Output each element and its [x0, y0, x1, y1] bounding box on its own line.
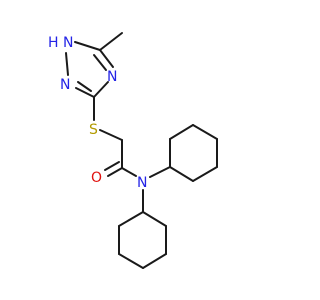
bond-n1-c5 [74, 41, 101, 51]
bond-cy2-a [142, 211, 167, 227]
atom-sulfur: S [89, 122, 98, 138]
bond-n-cy1 [149, 166, 171, 178]
bond-c3-n2-double [77, 81, 92, 92]
bond-c5-n4 [99, 49, 114, 68]
bond-s-ch2 [99, 129, 123, 141]
bond-cy1-b [192, 166, 218, 182]
bond-c3-n2 [75, 87, 95, 98]
bond-cy1-d [192, 124, 218, 140]
bond-cy2-f [118, 211, 144, 227]
bond-c5-methyl [99, 32, 123, 51]
bond-cy2-d [118, 253, 144, 269]
atom-h-triazole: H [48, 35, 59, 51]
bond-n2-n1 [65, 52, 69, 76]
bonds [65, 32, 218, 269]
molecule-structure: H N N N S O N [48, 32, 218, 269]
atom-oxygen: O [91, 170, 102, 186]
bond-n4-c3 [93, 81, 109, 98]
bond-carbonyl-o [107, 167, 123, 177]
bond-c5-n4-double [93, 54, 107, 71]
bond-cy1-e [169, 124, 194, 140]
atom-labels: H N N N S O N [48, 35, 147, 191]
bond-cy1-a [169, 166, 194, 182]
bond-carbonyl-o-double [104, 161, 120, 171]
atom-n-amide: N [137, 175, 147, 191]
bond-carbonyl-n [121, 167, 137, 177]
atom-n2-triazole: N [60, 77, 70, 93]
atom-n4-triazole: N [107, 69, 117, 85]
atom-n1-triazole: N [63, 35, 73, 51]
bond-cy2-c [142, 253, 167, 269]
